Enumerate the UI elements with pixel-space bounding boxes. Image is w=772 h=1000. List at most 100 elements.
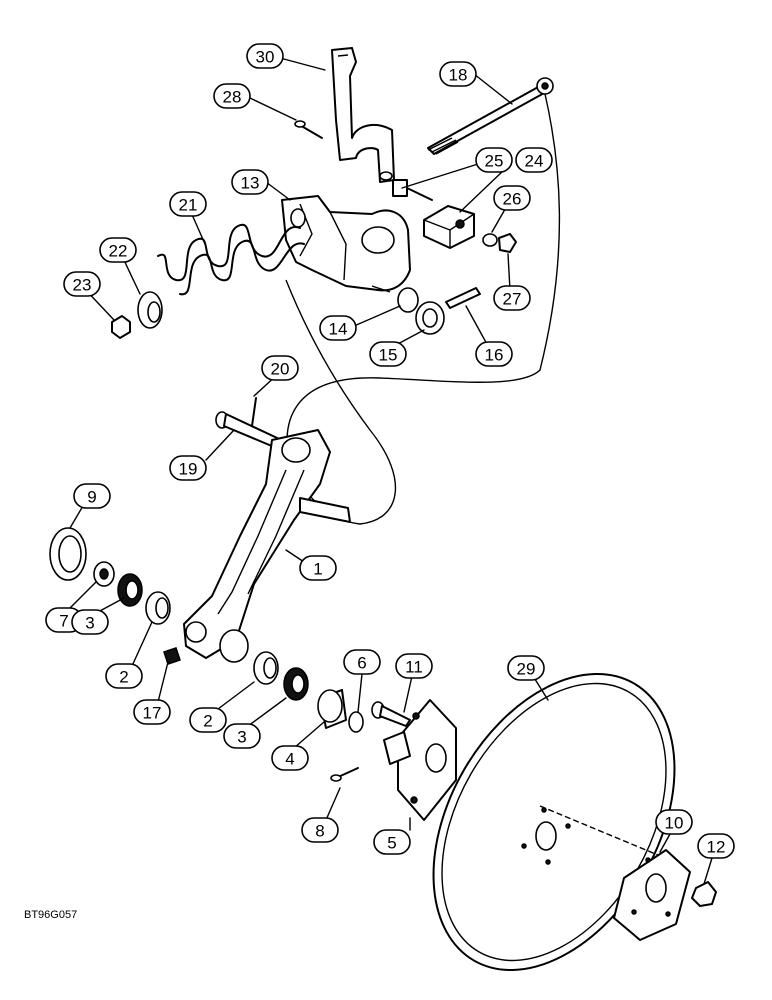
callout-11[interactable]: 11 — [395, 653, 433, 679]
part-seal-9 — [49, 527, 87, 581]
part-bushing-15 — [415, 301, 445, 335]
callout-13[interactable]: 13 — [231, 169, 269, 195]
part-plate-10 — [613, 849, 691, 941]
callout-6[interactable]: 6 — [343, 649, 381, 675]
callout-19[interactable]: 19 — [169, 455, 207, 481]
callout-21-text: 21 — [179, 196, 198, 215]
callout-27-text: 27 — [503, 290, 522, 309]
part-cup-2b — [253, 651, 279, 685]
callout-20[interactable]: 20 — [261, 355, 299, 381]
callout-29-text: 29 — [517, 660, 536, 679]
drawing-code: BT96G057 — [24, 909, 77, 921]
callout-19-text: 19 — [179, 460, 198, 479]
callout-16-text: 16 — [485, 346, 504, 365]
callout-26[interactable]: 26 — [493, 185, 531, 211]
callout-15-text: 15 — [379, 346, 398, 365]
part-threaded-rod — [427, 77, 554, 155]
part-nut-12 — [691, 881, 717, 907]
callout-9-text: 9 — [87, 488, 96, 507]
callout-2b-text: 2 — [203, 712, 212, 731]
callout-27[interactable]: 27 — [493, 285, 531, 311]
callout-10[interactable]: 10 — [655, 809, 693, 835]
callout-21[interactable]: 21 — [169, 191, 207, 217]
callout-3a[interactable]: 3 — [71, 609, 109, 635]
callout-9[interactable]: 9 — [73, 483, 111, 509]
part-nut-23 — [111, 315, 131, 339]
callout-15[interactable]: 15 — [369, 341, 407, 367]
callout-18[interactable]: 18 — [439, 61, 477, 87]
part-cotter-8-eye — [330, 774, 342, 782]
callout-3a-text: 3 — [85, 614, 94, 633]
callout-28[interactable]: 28 — [213, 83, 251, 109]
callout-12[interactable]: 12 — [697, 833, 735, 859]
callout-24[interactable]: 24 — [515, 147, 553, 173]
callout-10-text: 10 — [665, 814, 684, 833]
callout-5[interactable]: 5 — [373, 829, 411, 855]
callout-18-text: 18 — [449, 66, 468, 85]
callout-13-text: 13 — [241, 174, 260, 193]
callout-24-text: 24 — [525, 152, 544, 171]
callout-4-text: 4 — [285, 750, 294, 769]
part-cup-2a — [145, 591, 171, 625]
callout-1-text: 1 — [313, 560, 322, 579]
callout-25-text: 25 — [485, 152, 504, 171]
part-nut-27 — [498, 233, 517, 253]
callout-30-text: 30 — [256, 48, 275, 67]
axis-line — [539, 805, 671, 861]
callout-22[interactable]: 22 — [99, 237, 137, 263]
callout-7-text: 7 — [59, 612, 68, 631]
callout-14[interactable]: 14 — [319, 315, 357, 341]
part-pin-16 — [445, 287, 481, 309]
part-adjuster-block — [423, 205, 475, 249]
callout-2a-text: 2 — [119, 668, 128, 687]
callout-14-text: 14 — [329, 320, 348, 339]
part-bearing-3a — [117, 573, 143, 607]
part-washer-26 — [482, 233, 498, 247]
part-cotter-pin — [294, 120, 323, 139]
leader-lines — [67, 57, 713, 885]
callout-23[interactable]: 23 — [63, 271, 101, 297]
callout-3b[interactable]: 3 — [223, 723, 261, 749]
callout-20-text: 20 — [271, 360, 290, 379]
part-arm — [183, 429, 351, 663]
callout-2b[interactable]: 2 — [189, 707, 227, 733]
callout-22-text: 22 — [109, 242, 128, 261]
part-bearing-3b — [283, 667, 309, 701]
callout-17-text: 17 — [143, 704, 162, 723]
callout-17[interactable]: 17 — [133, 699, 171, 725]
part-disc-blade — [432, 673, 676, 971]
callout-8[interactable]: 8 — [301, 817, 339, 843]
parts-artwork — [49, 47, 717, 971]
part-spacer-4 — [317, 689, 347, 729]
callout-5-text: 5 — [387, 834, 396, 853]
callout-2a[interactable]: 2 — [105, 663, 143, 689]
callout-labels: 30 28 18 25 24 26 27 13 21 22 23 14 15 1… — [45, 43, 735, 859]
part-nut-7 — [93, 561, 115, 587]
part-spring-cup — [137, 291, 163, 329]
part-washer-6 — [348, 711, 364, 733]
part-eye-bolt — [392, 179, 433, 201]
callout-30[interactable]: 30 — [246, 43, 284, 69]
callout-1[interactable]: 1 — [299, 555, 337, 581]
part-spring — [157, 223, 305, 296]
callout-11-text: 11 — [405, 658, 423, 677]
part-hub-5 — [383, 699, 457, 821]
part-bolt-11 — [371, 701, 411, 727]
callout-25[interactable]: 25 — [475, 147, 513, 173]
part-grease-fitting — [163, 647, 181, 665]
callout-4[interactable]: 4 — [271, 745, 309, 771]
callout-16[interactable]: 16 — [475, 341, 513, 367]
callout-3b-text: 3 — [237, 728, 246, 747]
callout-6-text: 6 — [357, 654, 366, 673]
part-washer-14 — [397, 287, 419, 313]
callout-8-text: 8 — [315, 822, 324, 841]
callout-29[interactable]: 29 — [507, 655, 545, 681]
cable-loop — [285, 93, 561, 525]
callout-28-text: 28 — [223, 88, 242, 107]
callout-12-text: 12 — [707, 838, 726, 857]
callout-26-text: 26 — [503, 190, 522, 209]
callout-23-text: 23 — [73, 276, 92, 295]
part-cotter-20 — [251, 397, 257, 427]
part-pivot-bracket — [281, 195, 411, 293]
